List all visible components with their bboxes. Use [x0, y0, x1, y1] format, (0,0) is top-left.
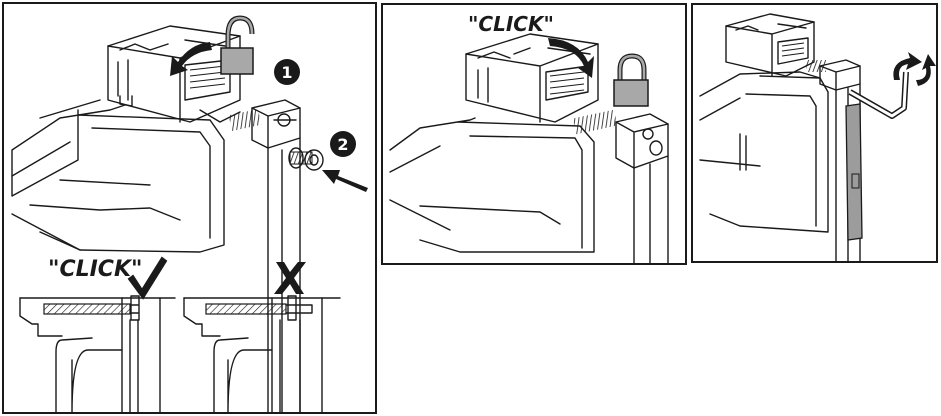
pin-screw	[288, 147, 324, 171]
click-label-2: "CLICK"	[468, 12, 554, 36]
padlock-open-icon	[220, 15, 255, 75]
step-2-number: 2	[337, 135, 348, 154]
step-1-badge: 1	[274, 59, 300, 85]
click-label-1: "CLICK"	[48, 257, 142, 282]
detail-correct	[19, 295, 176, 414]
step-1-number: 1	[281, 63, 292, 82]
allen-key-icon	[848, 71, 909, 119]
cross-icon	[274, 262, 306, 294]
radiator-tube-3	[699, 71, 829, 233]
spring	[228, 109, 262, 131]
panel-1: 1 2 "CLICK"	[2, 2, 377, 414]
push-arrow	[322, 170, 368, 192]
radiator-tube-2	[389, 117, 595, 253]
spring-2	[572, 109, 618, 135]
panel-3	[691, 3, 938, 263]
check-icon	[127, 256, 168, 300]
vertical-post-2	[615, 113, 669, 265]
padlock-closed-icon	[613, 53, 649, 107]
bracket-box	[107, 25, 241, 123]
rotate-arrow	[170, 42, 212, 76]
spring-3	[806, 60, 826, 72]
panel-2: "CLICK"	[381, 3, 687, 265]
rotate-arrow-2	[548, 38, 594, 78]
panel-2-frame	[381, 3, 687, 265]
step-2-badge: 2	[330, 131, 356, 157]
cover-strip	[845, 103, 863, 241]
radiator-tube	[11, 99, 225, 253]
detail-incorrect	[183, 295, 341, 414]
rotate-arrow-3	[893, 52, 936, 86]
